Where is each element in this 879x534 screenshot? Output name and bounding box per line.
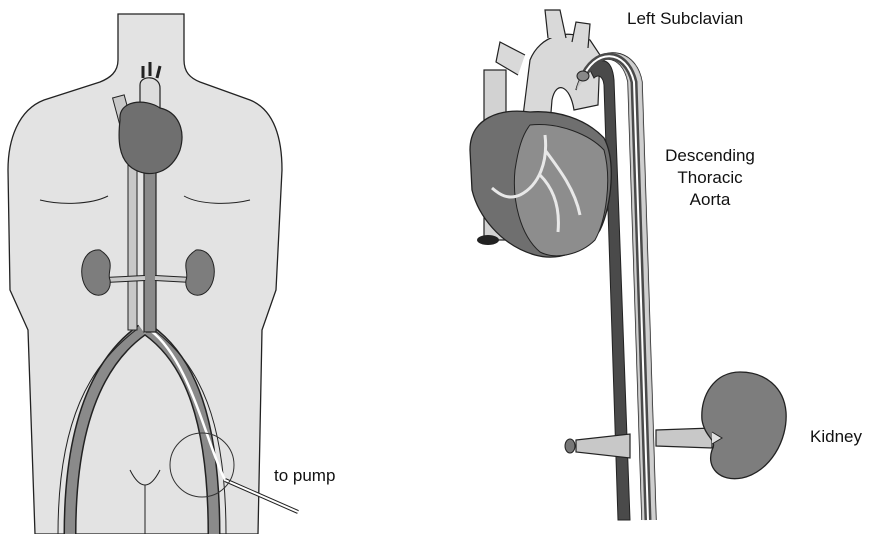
renal-artery-left-opening (565, 439, 575, 453)
aorta-label-line2: Thoracic (655, 167, 765, 189)
aorta-opening (577, 71, 589, 81)
to-pump-label: to pump (274, 465, 335, 487)
renal-artery-right (656, 428, 712, 448)
aorta-label-line3: Aorta (655, 189, 765, 211)
arch-branch-top (545, 10, 566, 38)
torso-figure (8, 14, 298, 534)
renal-vessel-left-fill (105, 278, 145, 280)
kidney-large (702, 372, 786, 479)
left-subclavian-label: Left Subclavian (627, 8, 743, 30)
heart-aorta-figure (470, 10, 786, 520)
kidney-label: Kidney (810, 426, 862, 448)
descending-thoracic-aorta-label: Descending Thoracic Aorta (655, 145, 765, 211)
aorta-label-line1: Descending (655, 145, 765, 167)
renal-artery-left (576, 434, 630, 458)
vena-cava-opening (477, 235, 499, 245)
